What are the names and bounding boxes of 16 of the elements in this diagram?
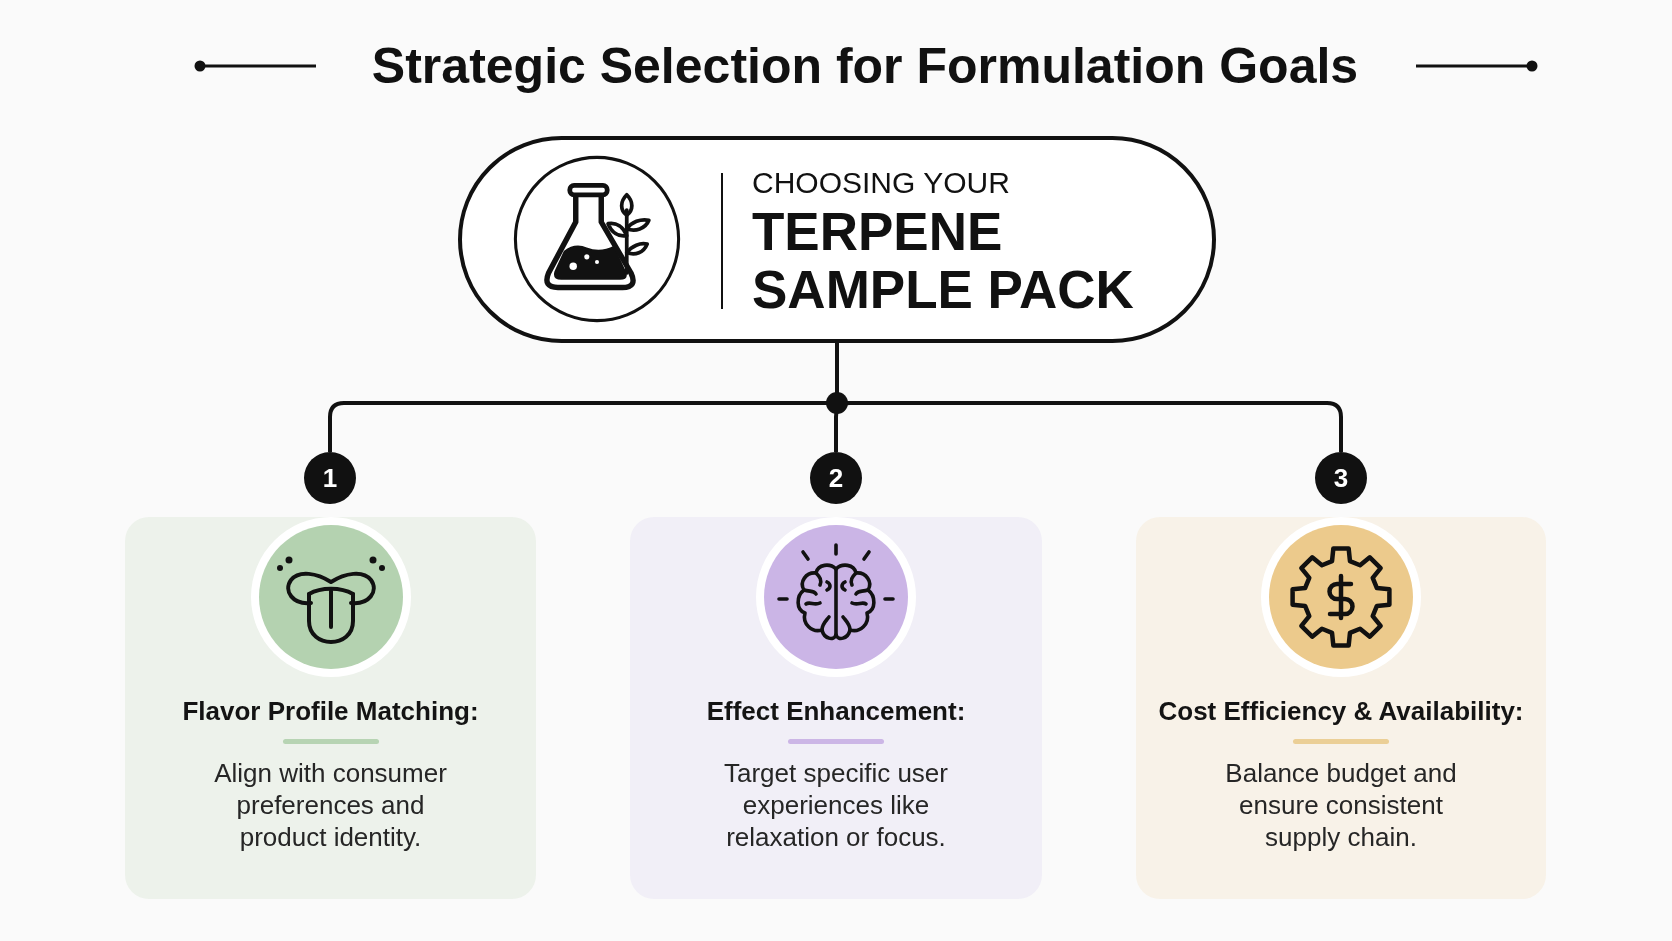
card-heading: Effect Enhancement: — [706, 695, 966, 727]
card-heading: Flavor Profile Matching: — [182, 695, 479, 727]
card-description: Align with consumer preferences and product identity. — [213, 757, 448, 853]
card-description: Balance budget and ensure consistent supply chain. — [1224, 757, 1458, 853]
category-card — [125, 517, 536, 899]
number-badge: 3 — [1315, 452, 1367, 504]
number-badge: 1 — [304, 452, 356, 504]
banner-subtitle: CHOOSING YOUR — [752, 165, 1010, 201]
number-badge: 2 — [810, 452, 862, 504]
card-description: Target specific user experiences like relaxation or focus. — [723, 757, 949, 853]
diagram-title: Strategic Selection for Formulation Goals — [371, 37, 1359, 96]
connector-line — [826, 343, 848, 414]
category-card — [1136, 517, 1546, 899]
card-heading: Cost Efficiency & Availability: — [1158, 695, 1524, 727]
banner-title: TERPENE SAMPLE PACK — [752, 203, 1135, 319]
category-card — [630, 517, 1042, 899]
